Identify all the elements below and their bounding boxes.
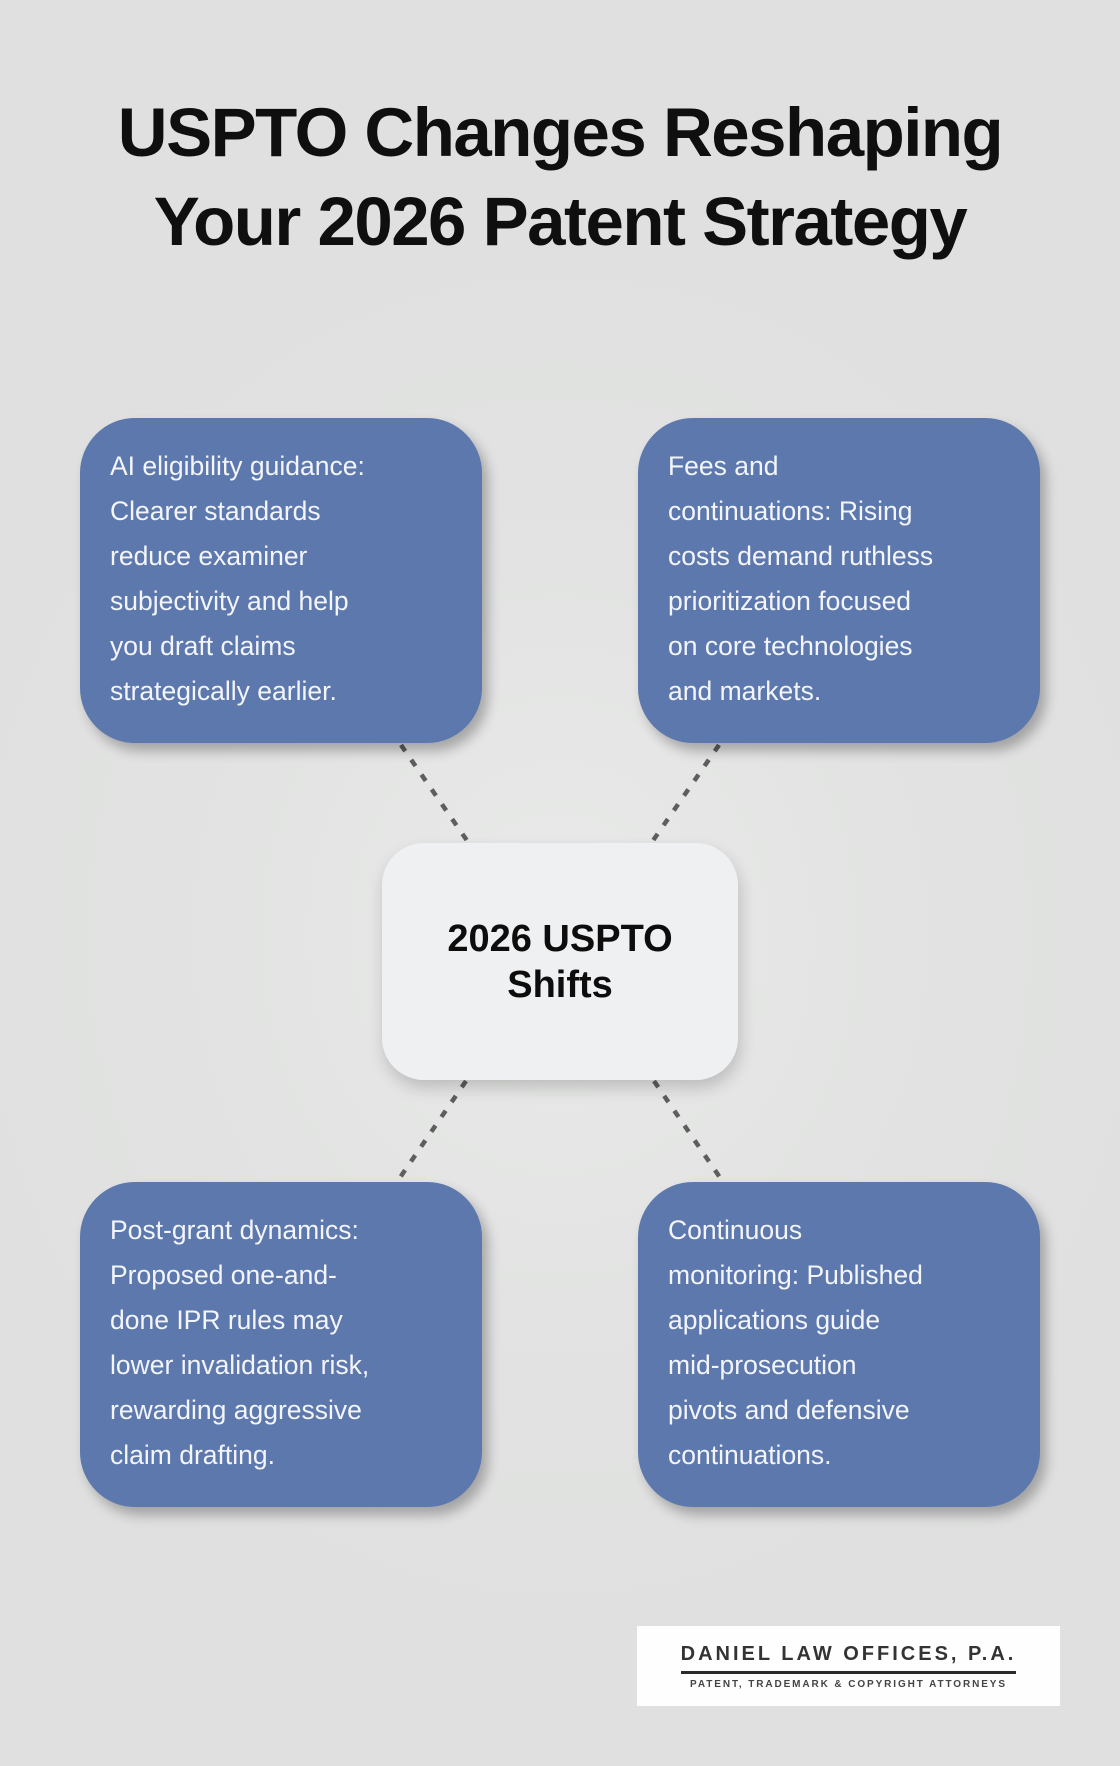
connector-top-right xyxy=(650,743,721,844)
logo-tagline: PATENT, TRADEMARK & COPYRIGHT ATTORNEYS xyxy=(690,1678,1007,1690)
hub-2026-uspto-shifts: 2026 USPTO Shifts xyxy=(382,843,738,1080)
node-text-line: continuations: Rising xyxy=(668,496,913,526)
logo-firm-name: DANIEL LAW OFFICES, P.A. xyxy=(680,1643,1017,1674)
node-text-line: subjectivity and help xyxy=(110,586,349,616)
page-title-line-2: Your 2026 Patent Strategy xyxy=(153,183,968,260)
node-text-line: AI eligibility guidance: xyxy=(110,451,365,481)
node-text-line: Continuous xyxy=(668,1215,803,1245)
node-continuous-monitoring: Continuous monitoring: Published applica… xyxy=(638,1182,1040,1507)
page-title-line-1: USPTO Changes Reshaping xyxy=(117,94,1004,171)
node-text-line: you draft claims xyxy=(110,631,296,661)
node-text-line: lower invalidation risk, xyxy=(110,1350,370,1380)
node-text-line: Fees and xyxy=(668,451,779,481)
page-title: USPTO Changes Reshaping Your 2026 Patent… xyxy=(0,88,1120,266)
node-text-line: done IPR rules may xyxy=(110,1305,343,1335)
node-ai-eligibility: AI eligibility guidance: Clearer standar… xyxy=(80,418,482,743)
hub-label-line-2: Shifts xyxy=(507,963,613,1006)
node-text-line: continuations. xyxy=(668,1440,832,1470)
node-text-line: claim drafting. xyxy=(110,1440,275,1470)
connector-top-left xyxy=(399,743,470,844)
node-text-line: rewarding aggressive xyxy=(110,1395,362,1425)
node-text-line: Post-grant dynamics: xyxy=(110,1215,359,1245)
node-text-line: strategically earlier. xyxy=(110,676,337,706)
node-text-line: monitoring: Published xyxy=(668,1260,923,1290)
hub-label-line-1: 2026 USPTO xyxy=(447,917,673,960)
node-text-line: on core technologies xyxy=(668,631,913,661)
node-text-line: applications guide xyxy=(668,1305,881,1335)
daniel-law-offices-logo: DANIEL LAW OFFICES, P.A. PATENT, TRADEMA… xyxy=(637,1626,1060,1706)
node-fees-continuations: Fees and continuations: Rising costs dem… xyxy=(638,418,1040,743)
node-post-grant: Post-grant dynamics: Proposed one-and- d… xyxy=(80,1182,482,1507)
node-text-line: reduce examiner xyxy=(110,541,308,571)
node-text-line: mid-prosecution xyxy=(668,1350,857,1380)
node-text-line: prioritization focused xyxy=(668,586,912,616)
connector-bottom-right xyxy=(652,1079,723,1181)
node-text-line: costs demand ruthless xyxy=(668,541,934,571)
node-text-line: and markets. xyxy=(668,676,822,706)
connector-bottom-left xyxy=(397,1079,468,1181)
node-text-line: Proposed one-and- xyxy=(110,1260,337,1290)
node-text-line: Clearer standards xyxy=(110,496,321,526)
node-text-line: pivots and defensive xyxy=(668,1395,910,1425)
